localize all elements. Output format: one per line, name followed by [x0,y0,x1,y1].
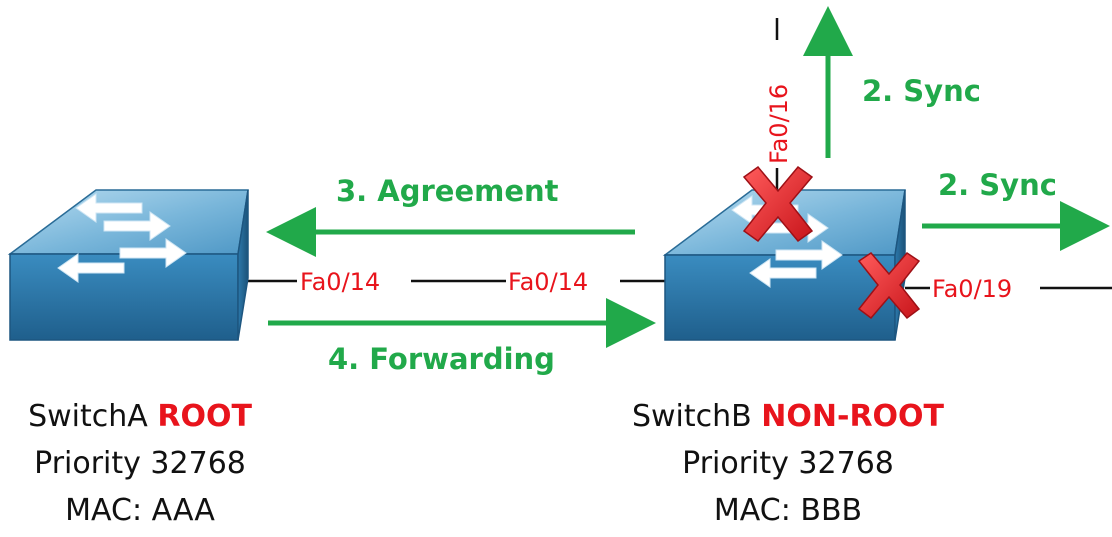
port-label-b-fa016: Fa0/16 [765,84,793,164]
blocked-x-icon [857,252,921,320]
switch-a-label: SwitchA ROOT Priority 32768 MAC: AAA [0,393,280,534]
switch-a-priority: Priority 32768 [34,446,246,481]
port-label-b-fa014: Fa0/14 [508,268,588,296]
switch-b-mac: MAC: BBB [713,493,863,528]
switch-b-name: SwitchB [631,399,752,434]
port-label-b-fa019: Fa0/19 [932,275,1012,303]
switch-b-priority: Priority 32768 [682,446,894,481]
switch-b-label: SwitchB NON-ROOT Priority 32768 MAC: BBB [598,393,978,534]
blocked-x-icon [742,165,814,243]
switch-a-mac: MAC: AAA [65,493,215,528]
step-forwarding-label: 4. Forwarding [328,342,555,376]
switch-b-role: NON-ROOT [761,399,945,434]
step-sync-up-label: 2. Sync [862,74,981,108]
switch-a-icon [7,189,249,341]
switch-a-title: SwitchA ROOT [0,393,280,440]
step-sync-right-label: 2. Sync [938,168,1057,202]
step-agreement-label: 3. Agreement [336,174,559,208]
switch-a-name: SwitchA [28,399,148,434]
port-label-a-fa014: Fa0/14 [300,268,380,296]
switch-b-title: SwitchB NON-ROOT [598,393,978,440]
switch-a-role: ROOT [157,399,252,434]
